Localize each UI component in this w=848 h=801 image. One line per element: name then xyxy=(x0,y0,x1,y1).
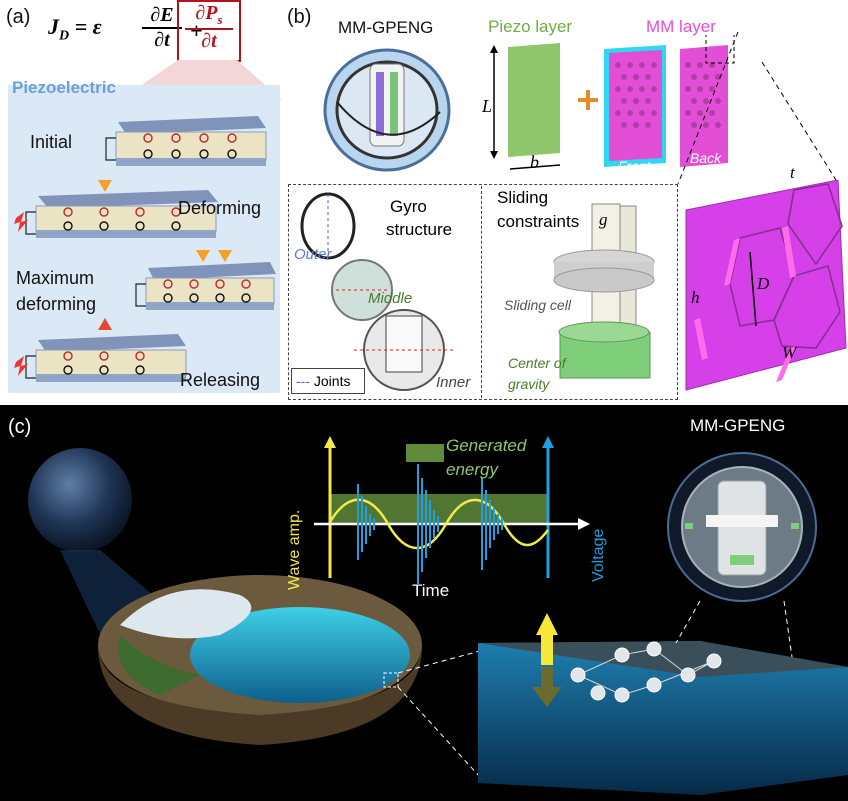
eq-lhs: J xyxy=(48,14,59,39)
eq-plus: + xyxy=(190,18,203,43)
dim-b-line xyxy=(509,164,561,170)
piezo-layer-label: Piezo layer xyxy=(488,17,573,36)
middle-label: Middle xyxy=(368,290,413,307)
gyro-structure-illustration xyxy=(300,192,454,391)
gyro-sliding-divider xyxy=(481,186,482,398)
center-label-1: Center of xyxy=(508,355,566,371)
lagoon xyxy=(190,607,410,703)
gyro-title-2: structure xyxy=(386,220,453,239)
eq-term2-den: ∂t xyxy=(185,28,233,53)
eq-term1-num: ∂E xyxy=(150,4,174,26)
device-title-b: MM-GPENG xyxy=(338,18,434,37)
generated-energy-legend-swatch xyxy=(406,444,444,462)
eq-term2-num: ∂P xyxy=(195,2,218,24)
stage-releasing-label: Releasing xyxy=(180,370,261,390)
stage-max-beam xyxy=(145,250,276,310)
stage-initial-beam xyxy=(115,116,267,166)
earth-globe xyxy=(28,448,132,552)
sliding-constraint-illustration xyxy=(553,203,655,379)
island-zoom-box xyxy=(383,672,399,688)
hex-slots xyxy=(694,226,796,382)
layers-illustration xyxy=(490,35,735,170)
voltage-spikes xyxy=(357,464,503,584)
bolt-icons xyxy=(14,212,28,376)
positive-charges xyxy=(63,133,251,361)
equation: JD = ε xyxy=(48,14,102,44)
panel-a-label: (a) xyxy=(6,6,31,28)
stage-deforming-beam xyxy=(35,180,218,238)
zoom-box xyxy=(705,35,735,64)
inner-label: Inner xyxy=(436,374,471,391)
panel-b-label: (b) xyxy=(287,6,312,28)
dim-W-label: W xyxy=(782,343,797,362)
generated-energy-label-1: Generated xyxy=(446,436,527,455)
dim-L-label: L xyxy=(482,96,493,116)
stage-releasing-beam xyxy=(35,318,187,382)
stage-initial-label: Initial xyxy=(30,132,73,152)
front-label: Front xyxy=(618,158,651,174)
joints-legend: --- Joints xyxy=(291,368,365,394)
stage-max-deforming-label: deforming xyxy=(16,294,97,314)
back-label: Back xyxy=(690,150,722,166)
eq-term1: ∂E ∂t xyxy=(142,4,182,52)
mm-zoom-illustration xyxy=(685,180,847,391)
circuit-wires xyxy=(25,137,146,379)
ocean-cube xyxy=(478,641,848,795)
dim-b-label: b xyxy=(530,152,539,172)
eq-lhs-sub: D xyxy=(59,28,70,44)
eq-equals: = ε xyxy=(74,14,102,39)
dim-D-label: D xyxy=(757,274,770,293)
center-label-2: gravity xyxy=(508,376,550,392)
wave-axis-label: Wave amp. xyxy=(286,509,303,590)
time-axis-label: Time xyxy=(412,581,450,600)
sliding-cell-label: Sliding cell xyxy=(504,297,571,313)
plus-icon xyxy=(578,90,598,110)
stage-deforming-label: Deforming xyxy=(178,198,262,218)
zoom-dashed-lines xyxy=(677,31,837,185)
mm-zoom-sheet xyxy=(685,180,847,391)
snow-mountains xyxy=(120,589,252,639)
piezoelectric-title: Piezoelectric xyxy=(12,78,116,97)
mm-gpeng-device-zoom xyxy=(667,452,817,602)
heave-arrow xyxy=(532,613,562,707)
gyro-sliding-box xyxy=(288,184,678,400)
dim-g-label: g xyxy=(599,210,608,229)
device-network xyxy=(570,641,722,703)
energy-schematic xyxy=(314,436,590,584)
panel-c-label: (c) xyxy=(8,416,32,438)
dim-h-label: h xyxy=(691,288,700,307)
sliding-title-2: constraints xyxy=(497,212,580,231)
eq-term2-sub: s xyxy=(217,12,223,27)
negative-charges xyxy=(63,149,251,375)
outer-label: Outer xyxy=(294,246,332,263)
voltage-axis-label: Voltage xyxy=(590,528,607,582)
gyro-title-1: Gyro xyxy=(390,197,427,216)
mm-layer-label: MM layer xyxy=(646,17,716,36)
dim-D-line xyxy=(749,251,757,327)
eq-term1-den: ∂t xyxy=(142,27,182,52)
joints-label: Joints xyxy=(313,373,351,389)
generated-energy-label-2: energy xyxy=(446,460,498,479)
stage-maximum-label: Maximum xyxy=(16,268,95,288)
sliding-title-1: Sliding xyxy=(497,188,549,207)
gyro-sphere-illustration xyxy=(323,48,451,172)
wave-amplitude-curve xyxy=(328,498,549,550)
dim-t-label: t xyxy=(790,163,795,182)
device-title-c: MM-GPENG xyxy=(690,416,786,435)
piezo-layer-sheet xyxy=(508,43,560,157)
ocean-scene xyxy=(28,448,848,795)
piezo-stages-illustration xyxy=(14,116,276,382)
